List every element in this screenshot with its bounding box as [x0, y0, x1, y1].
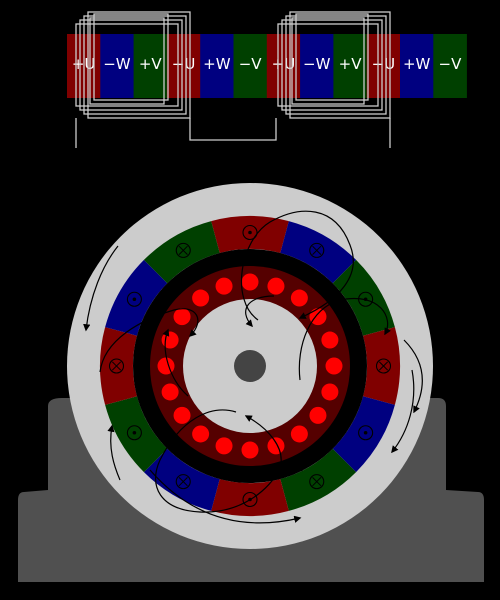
- winding-strip: +U−W+V−U+W−V+U−W+V−U+W−V: [67, 34, 467, 98]
- rotor-bar: [241, 273, 259, 291]
- strip-slot: [166, 34, 201, 98]
- strip-slot: [266, 34, 301, 98]
- rotor-bar: [267, 437, 285, 455]
- rotor-bar: [325, 357, 343, 375]
- current-in-symbol: [175, 474, 191, 490]
- flux-line: [149, 469, 302, 524]
- winding-loop: [295, 13, 369, 101]
- rotor-bar: [241, 441, 259, 459]
- stator-segment-u: [211, 479, 289, 516]
- current-in-symbol: [175, 242, 191, 258]
- flux-line: [107, 424, 121, 481]
- strip-slot: [133, 34, 168, 98]
- winding-loop: [75, 23, 179, 107]
- winding-loop: [89, 17, 165, 105]
- rotor-bars: [157, 273, 343, 459]
- motor-shaft: [234, 350, 266, 382]
- strip-slot-label: −W: [303, 55, 331, 73]
- rotor-bar: [173, 308, 191, 326]
- flux-line: [294, 431, 347, 472]
- winding-loop: [83, 15, 187, 115]
- winding-loop: [289, 11, 391, 119]
- strip-slot: [433, 34, 467, 98]
- flux-line: [245, 295, 275, 328]
- winding-lead: [189, 118, 277, 141]
- rotor-bar: [192, 289, 210, 307]
- strip-slot-label: −W: [103, 55, 131, 73]
- flux-line: [403, 339, 423, 414]
- rotor-bar: [309, 406, 327, 424]
- strip-slot: [366, 34, 401, 98]
- rotor-bar: [173, 406, 191, 424]
- flux-line: [99, 308, 199, 373]
- current-out-symbol: [358, 425, 374, 441]
- strip-slot-label: +V: [339, 55, 363, 73]
- rotor-bar: [290, 289, 308, 307]
- stator-segment-u: [211, 215, 289, 253]
- flux-line: [83, 245, 119, 332]
- winding-loop: [285, 15, 387, 115]
- strip-slot-label: +W: [403, 55, 431, 73]
- strip-slot-label: −U: [172, 55, 196, 73]
- winding-loop: [79, 19, 183, 111]
- stator-conductors: [108, 224, 392, 508]
- magnetic-flux-lines: [83, 210, 423, 524]
- stator-segment-w: [332, 396, 395, 473]
- current-in-symbol: [309, 242, 325, 258]
- rotor-bar: [157, 357, 175, 375]
- strip-slot-label: −V: [439, 55, 463, 73]
- strip-slot-label: +V: [139, 55, 163, 73]
- winding-loop: [291, 17, 365, 105]
- strip-slot: [200, 34, 234, 98]
- winding-connections: [75, 11, 391, 148]
- stator-segment-w: [105, 259, 168, 336]
- winding-loop: [281, 19, 383, 111]
- strip-slot: [333, 34, 367, 98]
- strip-slot: [300, 34, 334, 98]
- current-in-symbol: [108, 358, 125, 374]
- rotor-bar: [267, 277, 285, 295]
- rotor-bar: [321, 331, 339, 349]
- flux-line: [155, 409, 282, 513]
- flux-line: [162, 328, 189, 397]
- flux-line: [298, 297, 391, 381]
- strip-slot: [233, 34, 268, 98]
- rotor-bar: [161, 331, 179, 349]
- rotor-bar: [290, 425, 308, 443]
- motor-cross-section: [67, 183, 433, 549]
- stator-segment-v: [105, 396, 168, 473]
- rotor-bar: [161, 383, 179, 401]
- flux-line: [391, 369, 415, 454]
- rotor-bar: [215, 437, 233, 455]
- strip-slot-label: −V: [239, 55, 263, 73]
- current-in-symbol: [375, 358, 392, 374]
- current-in-symbol: [309, 474, 325, 490]
- current-out-symbol: [242, 224, 258, 241]
- strip-slot-label: +W: [203, 55, 231, 73]
- rotor-bar: [192, 425, 210, 443]
- rotor-bar: [321, 383, 339, 401]
- stator-segment-u: [100, 327, 137, 405]
- flux-line: [240, 210, 354, 321]
- stator-segment-u: [363, 327, 400, 405]
- current-out-symbol: [126, 425, 142, 441]
- rotor-bar: [309, 308, 327, 326]
- rotor-bar: [215, 277, 233, 295]
- strip-slot: [100, 34, 134, 98]
- current-out-symbol: [126, 291, 142, 307]
- strip-slot: [400, 34, 434, 98]
- winding-loop: [277, 23, 379, 107]
- strip-slot-label: −U: [372, 55, 396, 73]
- winding-loop: [87, 11, 191, 119]
- winding-loop: [93, 13, 169, 101]
